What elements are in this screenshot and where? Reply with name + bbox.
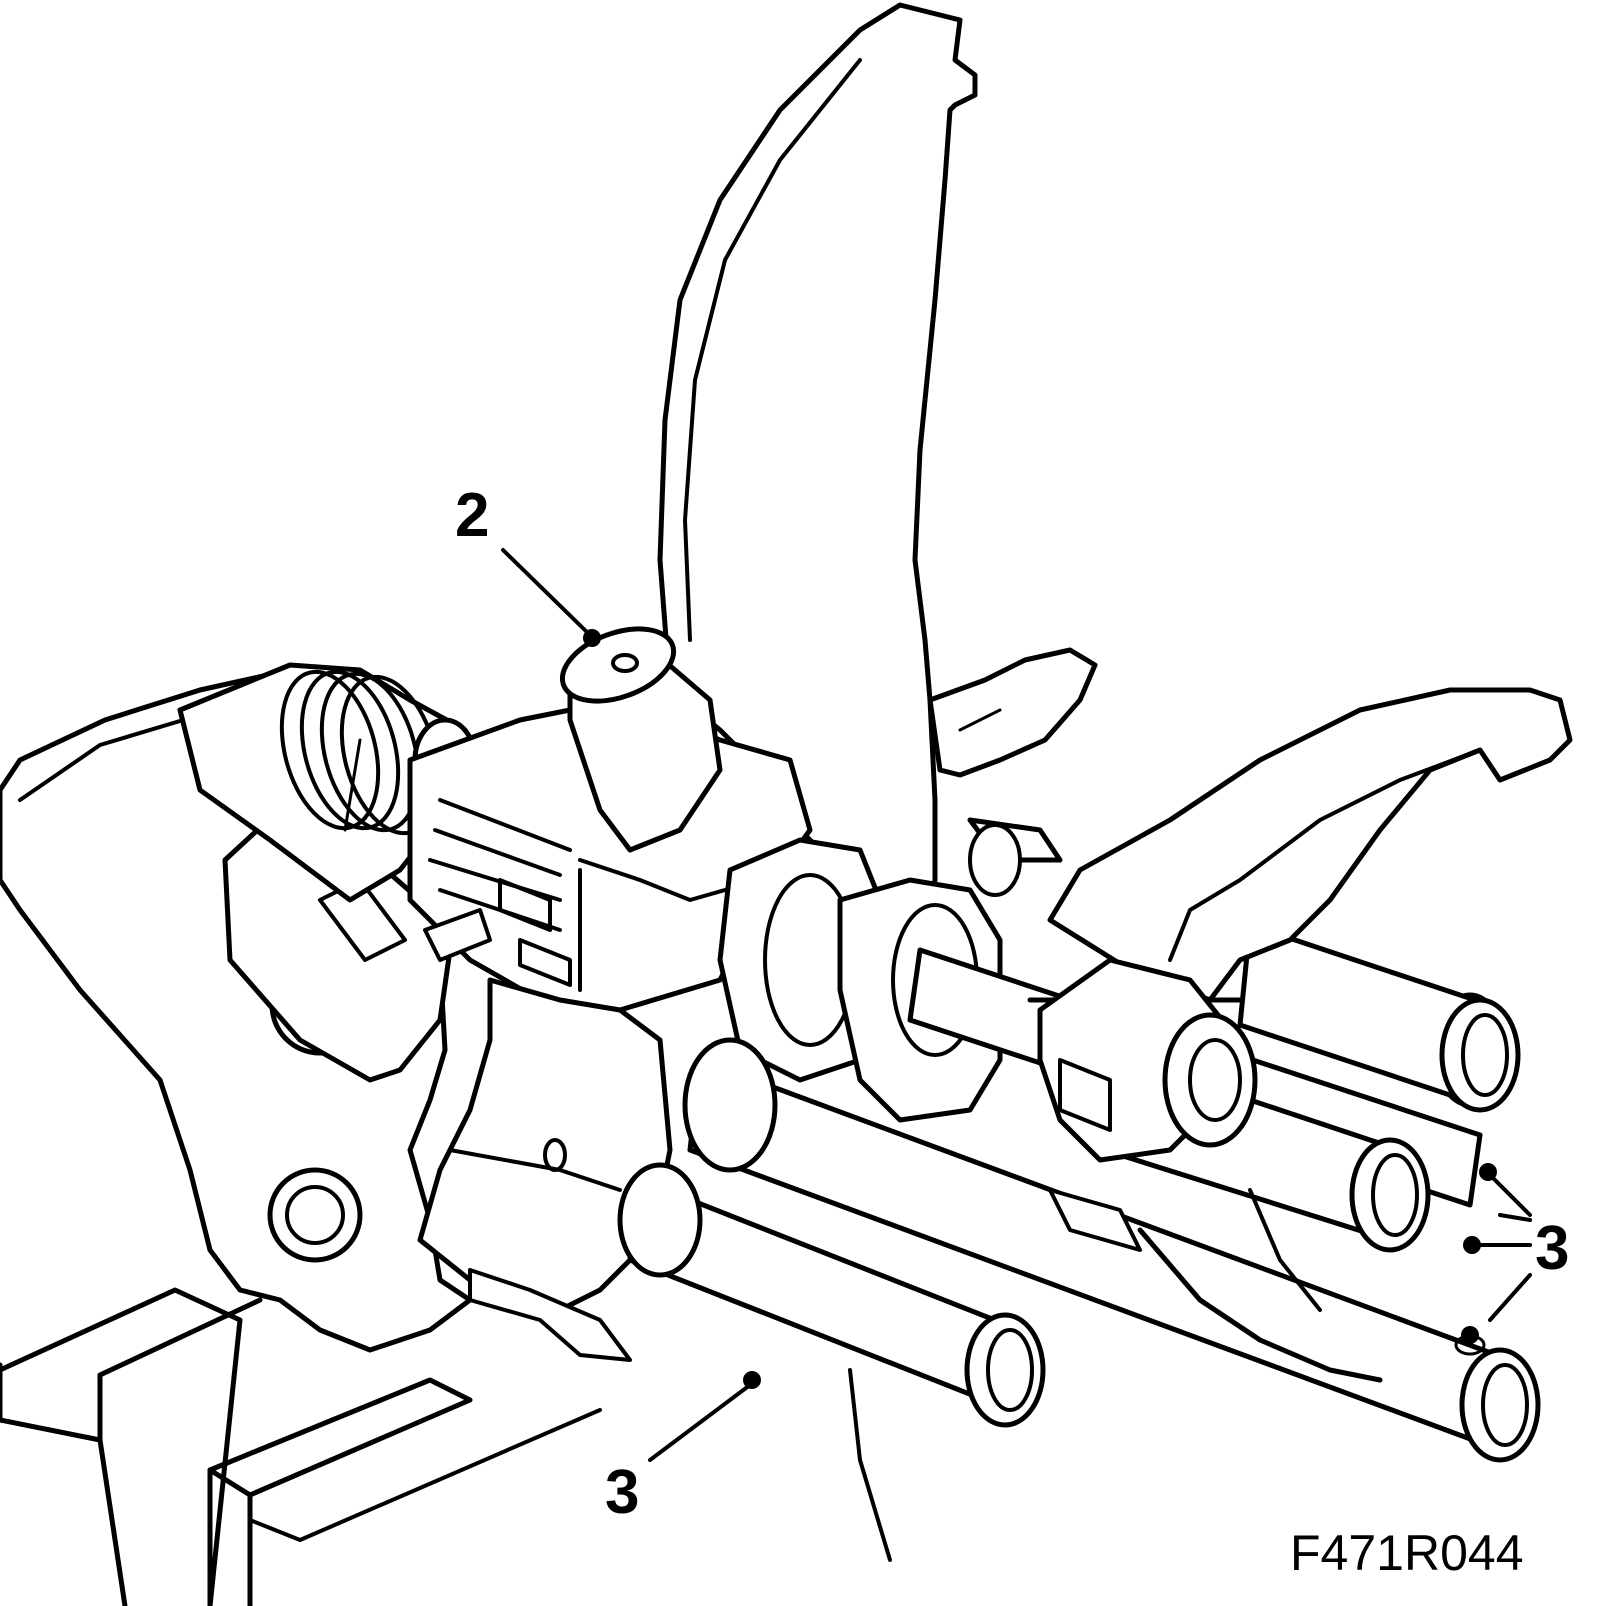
- lower-lug-block: [417, 977, 673, 1362]
- leader-line-3-right-c: [1488, 1273, 1532, 1322]
- shift-fork: [1037, 687, 1573, 1252]
- leader-line-3-right-a: [1498, 1213, 1532, 1222]
- leader-dot-3-right-c: [1461, 1326, 1479, 1344]
- leader-dot-2: [583, 629, 601, 647]
- selector-pin: [423, 626, 723, 962]
- callout-2: 2: [455, 481, 490, 550]
- callout-3-bottom: 3: [605, 1458, 640, 1527]
- callout-3-right: 3: [1535, 1214, 1570, 1283]
- leader-line-2: [501, 548, 592, 637]
- leader-line-3-bottom: [648, 1383, 752, 1462]
- selector-lever: [657, 2, 1098, 913]
- leader-lines: [501, 548, 1532, 1462]
- leader-dot-3-right-b: [1463, 1236, 1481, 1254]
- leader-line-3-right-b: [1488, 1173, 1532, 1217]
- figure-code: F471R044: [1290, 1525, 1524, 1581]
- housing-base-rails: [0, 1287, 602, 1606]
- lower-gear-outline: [848, 1188, 1383, 1562]
- leader-dot-3-bottom: [743, 1371, 761, 1389]
- leader-dot-3-right-a: [1479, 1163, 1497, 1181]
